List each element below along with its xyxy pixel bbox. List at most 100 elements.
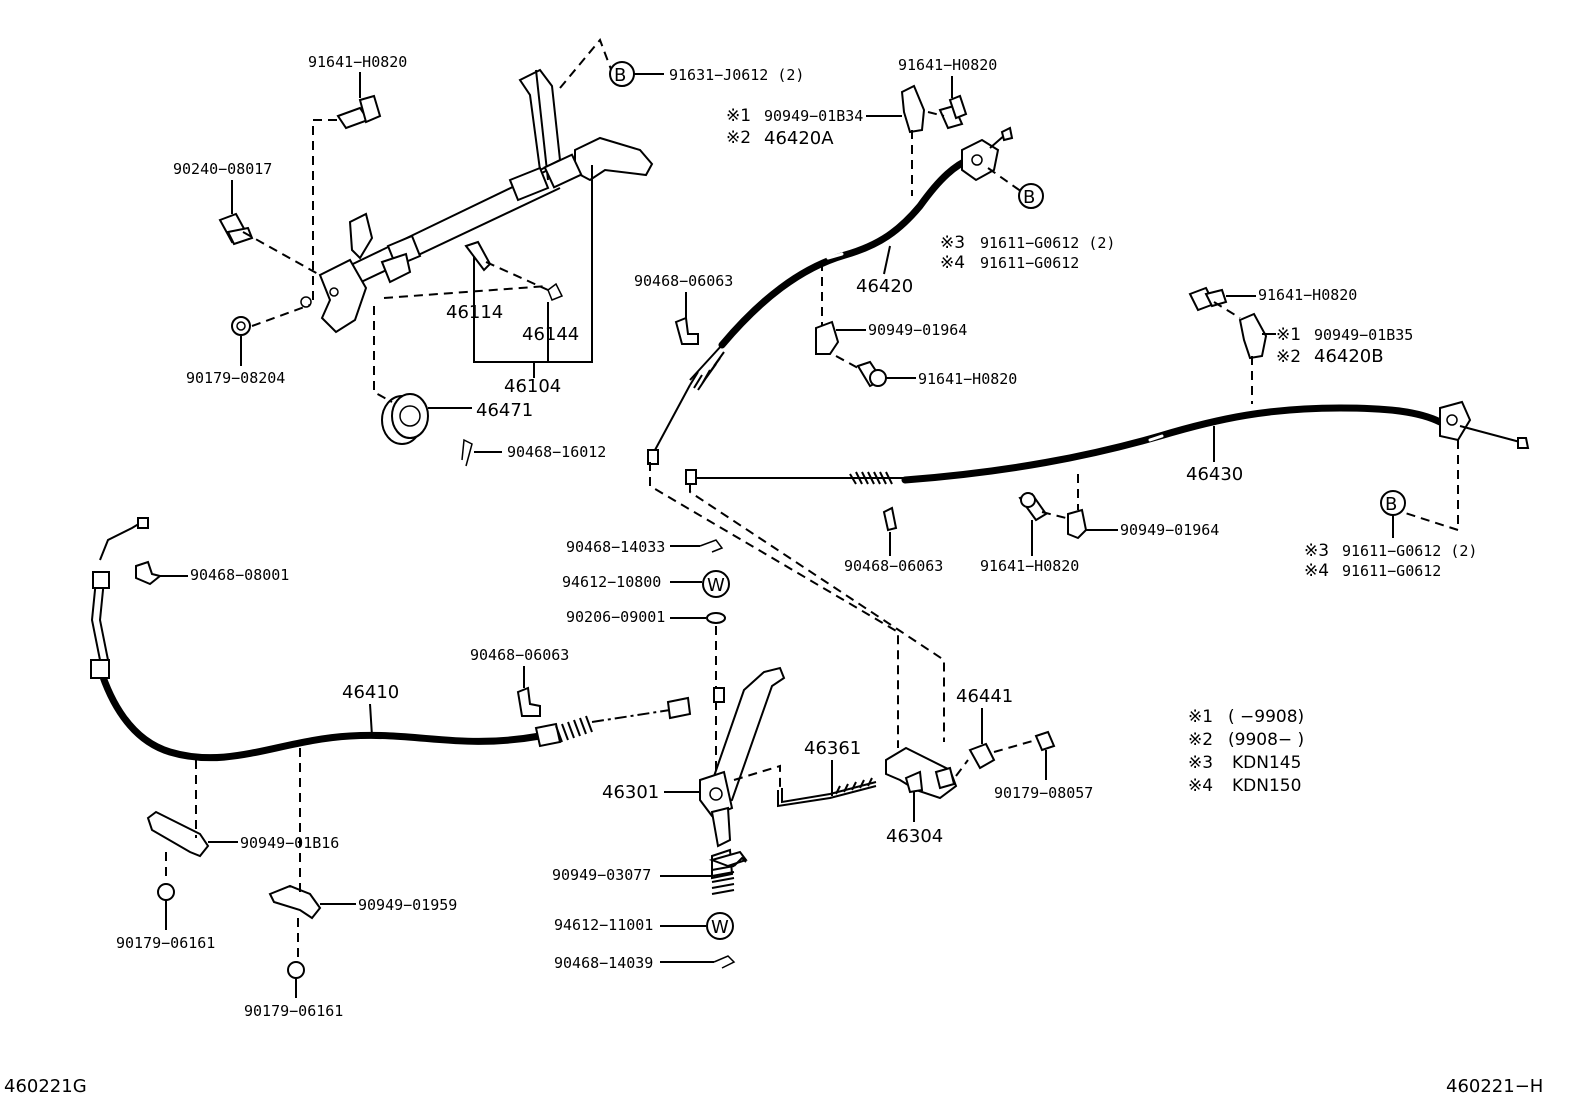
equalizer-46304	[885, 746, 958, 800]
part-label: 46144	[522, 324, 579, 345]
note-mark: ※1	[726, 106, 751, 126]
part-label: 91641−H0820	[980, 557, 1079, 575]
illustration-code-left: 460221G	[4, 1076, 87, 1097]
note-mark: ※2	[1188, 730, 1213, 750]
bolt-91641-top	[336, 94, 382, 130]
note-mark: ※4	[940, 253, 965, 273]
part-label: 46361	[804, 738, 861, 759]
notes-legend: ※1 ( −9908) ※2 (9908− ) ※3 KDN145 ※4 KDN…	[1188, 707, 1304, 796]
bracket-90949-01b34	[900, 84, 926, 134]
grease-mark: W	[711, 917, 729, 938]
part-label: 91641−H0820	[1258, 286, 1357, 304]
clip-90468-14039	[713, 955, 736, 969]
pulley-46471	[381, 393, 429, 445]
bracket-90949-01964-a	[815, 320, 840, 355]
rear-cable-46430	[685, 400, 1530, 485]
part-label: 90179−08204	[186, 369, 285, 387]
reference-b-circle-front	[1018, 183, 1044, 209]
part-label: 90206−09001	[566, 608, 665, 626]
part-label: 94612−10800	[562, 573, 661, 591]
note-text: KDN150	[1232, 776, 1301, 796]
reference-b-mark: B	[1385, 494, 1397, 515]
part-label: 46104	[504, 376, 561, 397]
part-label: 90179−06161	[116, 934, 215, 952]
note-mark: ※3	[1188, 753, 1213, 773]
note-text: ( −9908)	[1228, 707, 1304, 727]
part-label: 91641−H0820	[898, 56, 997, 74]
part-label: 90949−01959	[358, 896, 457, 914]
part-label: 46114	[446, 302, 503, 323]
grease-w-circle-1	[702, 570, 730, 598]
part-label: 90468−14033	[566, 538, 665, 556]
grease-w-circle-2	[706, 912, 734, 940]
clip-90468-06063-a	[674, 316, 699, 345]
part-label: 90949−01964	[868, 321, 967, 339]
part-label: 90949−01B16	[240, 834, 339, 852]
part-label: 90240−08017	[173, 160, 272, 178]
note-mark: ※3	[940, 233, 965, 253]
nut-90179-08057	[1034, 730, 1056, 752]
bracket-90949-01959	[268, 884, 322, 920]
note-text: (9908− )	[1228, 730, 1304, 750]
note-mark: ※2	[1276, 347, 1301, 367]
clip-90468-06063-b	[882, 506, 898, 532]
part-label: 90468−06063	[634, 272, 733, 290]
part-label: 46410	[342, 682, 399, 703]
part-label: 90468−06063	[844, 557, 943, 575]
cable-46410	[90, 517, 725, 762]
reference-b-mark: B	[614, 65, 626, 86]
bolt-90240	[218, 212, 254, 246]
front-cable-46420	[647, 126, 1014, 465]
part-label: 90949−03077	[552, 866, 651, 884]
part-label: 90468−06063	[470, 646, 569, 664]
bracket-90949-01b16	[146, 810, 210, 858]
part-label: 90949−01964	[1120, 521, 1219, 539]
part-label: 46301	[602, 782, 659, 803]
note-mark: ※2	[726, 128, 751, 148]
part-label: 91611−G0612	[1342, 562, 1441, 580]
nut-90179-08204	[231, 316, 251, 336]
part-label: 90179−06161	[244, 1002, 343, 1020]
nut-90179-06161-b	[287, 961, 305, 979]
bracket-90949-01964-b	[1067, 508, 1088, 540]
part-label: 91611−G0612 (2)	[980, 234, 1115, 252]
clip-90468-08001	[135, 560, 163, 586]
lever-46301	[699, 666, 786, 880]
part-label: 46304	[886, 826, 943, 847]
part-label: 90949−01B34	[764, 107, 863, 125]
note-mark: ※1	[1276, 325, 1301, 345]
part-label: 91641−H0820	[918, 370, 1017, 388]
part-label: 91611−G0612 (2)	[1342, 542, 1477, 560]
note-mark: ※3	[1304, 541, 1329, 561]
part-label: 90468−08001	[190, 566, 289, 584]
illustration-code-right: 460221−H	[1446, 1076, 1543, 1097]
part-label: 46471	[476, 400, 533, 421]
note-mark: ※4	[1304, 561, 1329, 581]
nut-90179-06161-a	[157, 883, 175, 901]
grease-mark: W	[707, 575, 725, 596]
part-label: 90468−16012	[507, 443, 606, 461]
washer-90206	[706, 612, 726, 624]
part-label: 46420B	[1314, 346, 1384, 367]
clip-90468-16012	[461, 438, 473, 467]
part-label: 90468−14039	[554, 954, 653, 972]
part-label: 91611−G0612	[980, 254, 1079, 272]
clip-90468-06063-c	[516, 686, 541, 717]
part-label: 94612−11001	[554, 916, 653, 934]
note-text: KDN145	[1232, 753, 1301, 773]
note-mark: ※1	[1188, 707, 1213, 727]
part-label: 90179−08057	[994, 784, 1093, 802]
part-label: 46430	[1186, 464, 1243, 485]
part-label: 46420A	[764, 128, 834, 149]
rod-46361	[777, 777, 877, 808]
clip-90468-14033	[699, 539, 724, 553]
bolt-91641-b	[938, 104, 964, 130]
part-label: 91641−H0820	[308, 53, 407, 71]
note-mark: ※4	[1188, 776, 1213, 796]
pedal-assembly	[300, 68, 654, 334]
reference-b-mark: B	[1023, 187, 1035, 208]
bracket-90949-01b35	[1238, 312, 1268, 360]
part-label: 90949−01B35	[1314, 326, 1413, 344]
part-label: 91631−J0612 (2)	[669, 66, 804, 84]
